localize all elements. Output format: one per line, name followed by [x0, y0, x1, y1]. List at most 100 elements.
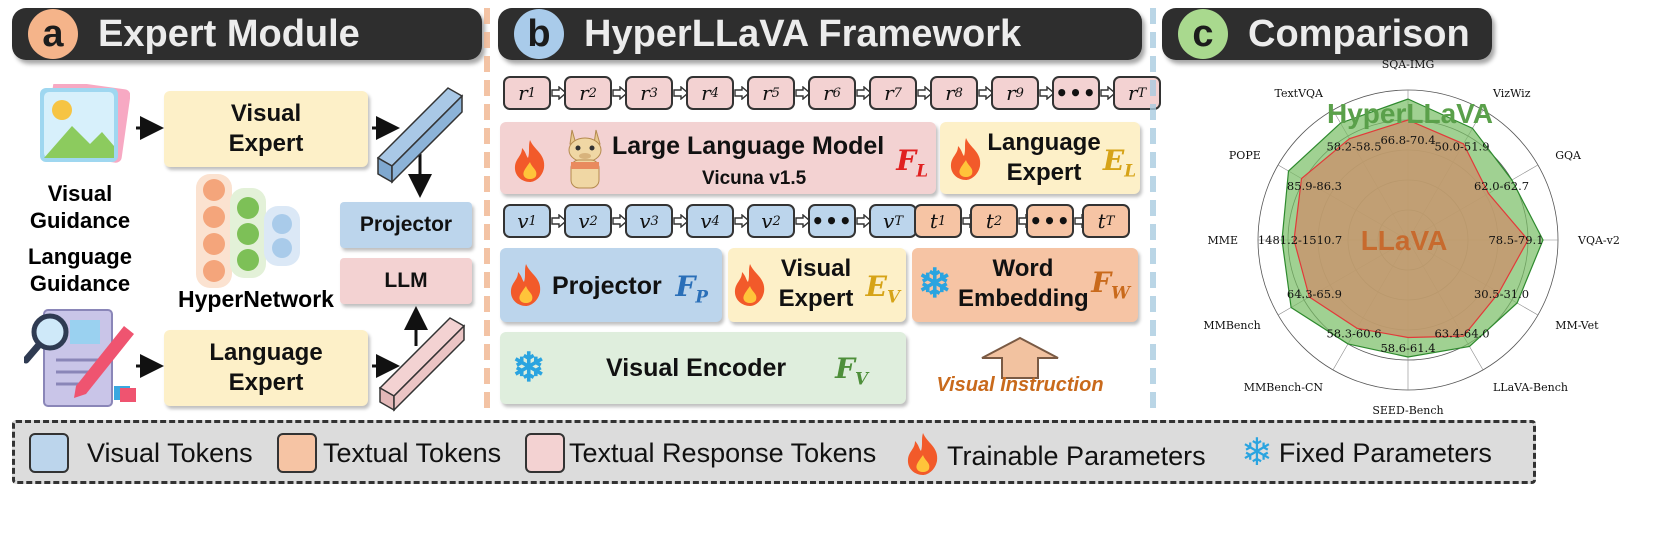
- panel-a-letter: a: [28, 9, 78, 59]
- visual-expert-label: Visual Expert: [778, 255, 854, 312]
- radar-range-label: 78.5-79.1: [1488, 233, 1543, 247]
- panel-a-header: a Expert Module: [12, 8, 482, 60]
- radar-axis-label: VizWiz: [1492, 87, 1531, 100]
- language-expert-symbol: EL: [1102, 144, 1136, 181]
- panel-b-header: b HyperLLaVA Framework: [498, 8, 1142, 60]
- legend-swatch: [29, 433, 69, 473]
- panel-c-header: c Comparison: [1162, 8, 1492, 60]
- visual-instruction-label: Visual Instruction: [936, 374, 1104, 396]
- visual-encoder-label: Visual Encoder: [606, 354, 787, 382]
- arrow-icon: [673, 214, 689, 228]
- panel-a-language-expert: Language Expert: [164, 330, 368, 406]
- response-token: •••: [1052, 76, 1100, 110]
- word-embedding-label: Word Embedding: [958, 255, 1089, 312]
- panel-a-visual-expert: Visual Expert: [164, 91, 368, 167]
- panel-a-title: Expert Module: [98, 12, 360, 55]
- legend-fixed-label: Fixed Parameters: [1278, 437, 1492, 468]
- llm-symbol: FL: [896, 144, 928, 181]
- legend-response-tokens-label: Textual Response Tokens: [569, 437, 877, 468]
- text-token: •••: [1026, 204, 1074, 238]
- fire-icon: [732, 262, 768, 311]
- radar-axis-label: MM-Vet: [1555, 319, 1599, 332]
- radar-range-label: 58.3-60.6: [1326, 327, 1381, 341]
- legend-swatch: [277, 433, 317, 473]
- arrow-icon: [551, 86, 567, 100]
- image-icon: [34, 80, 131, 170]
- arrow-icon: [856, 214, 872, 228]
- panel-b-letter: b: [514, 9, 564, 59]
- llm-subtitle: Vicuna v1.5: [702, 168, 807, 189]
- panel-b-title: HyperLLaVA Framework: [584, 12, 1022, 55]
- fire-icon: [508, 262, 544, 311]
- radar-range-label: 64.3-65.9: [1287, 287, 1342, 301]
- arrow-icon: [673, 86, 689, 100]
- blue-prism: [376, 87, 464, 184]
- panel-a-llm: LLM: [340, 258, 472, 304]
- visual-expert-box: Visual Expert EV: [728, 248, 906, 322]
- radar-range-label: 50.0-51.9: [1434, 139, 1489, 153]
- arrow-icon: [795, 86, 811, 100]
- radar-axis-label: SEED-Bench: [1372, 404, 1443, 417]
- radar-range-label: 30.5-31.0: [1474, 287, 1529, 301]
- legend-textual-tokens-label: Textual Tokens: [323, 437, 502, 468]
- legend-swatch: [525, 433, 565, 473]
- arrow-icon: [551, 214, 567, 228]
- radar-axis-label: SQA-IMG: [1382, 60, 1435, 71]
- separator-b: [1150, 8, 1156, 416]
- projector-symbol: FP: [675, 270, 708, 307]
- document-pen-icon: [22, 302, 142, 410]
- up-arrow-icon: [978, 336, 1062, 385]
- fire-icon: [512, 138, 548, 187]
- separator-a: [484, 8, 490, 416]
- visual-encoder-box: ❄ Visual Encoder FV: [500, 332, 906, 404]
- language-expert-box: Language Expert EL: [940, 122, 1140, 194]
- arrow-icon: [1039, 86, 1055, 100]
- radar-range-label: 63.4-64.0: [1434, 327, 1489, 341]
- snowflake-icon: ❄: [918, 262, 952, 306]
- radar-axis-label: LLaVA-Bench: [1493, 381, 1568, 394]
- radar-axis-label: GQA: [1555, 149, 1582, 162]
- projector-box: Projector FP: [500, 248, 722, 322]
- series-label-llava: LLaVA: [1361, 225, 1448, 256]
- arrow-icon: [734, 214, 750, 228]
- visual-token: •••: [808, 204, 856, 238]
- legend: Visual Tokens Textual Tokens Textual Res…: [12, 420, 1536, 484]
- language-expert-label: Language Expert: [987, 129, 1101, 186]
- radar-axis-label: VQA-v2: [1577, 234, 1620, 247]
- legend-trainable: Trainable Parameters: [905, 431, 1206, 482]
- radar-range-label: 1481.2-1510.7: [1258, 233, 1342, 247]
- series-label-hyperllava: HyperLLaVA: [1327, 98, 1493, 129]
- radar-axis-label: MMBench-CN: [1244, 381, 1324, 394]
- legend-fixed: ❄ Fixed Parameters: [1241, 433, 1492, 473]
- arrow-icon: [917, 86, 933, 100]
- panel-a-connectors: [136, 87, 466, 412]
- arrow-icon: [795, 214, 811, 228]
- arrow-icon: [978, 86, 994, 100]
- panel-c-letter: c: [1178, 9, 1228, 59]
- arrow-icon: [856, 86, 872, 100]
- llama-icon: [562, 126, 608, 195]
- radar-axis-label: POPE: [1229, 149, 1261, 162]
- legend-textual-tokens: Textual Tokens: [277, 433, 501, 473]
- fire-icon: [948, 136, 984, 185]
- radar-series-llava: [1293, 119, 1529, 339]
- fire-icon: [905, 431, 941, 482]
- word-embedding-box: ❄ Word Embedding FW: [912, 248, 1138, 322]
- radar-range-label: 58.6-61.4: [1380, 341, 1435, 355]
- radar-axis-label: TextVQA: [1274, 87, 1324, 100]
